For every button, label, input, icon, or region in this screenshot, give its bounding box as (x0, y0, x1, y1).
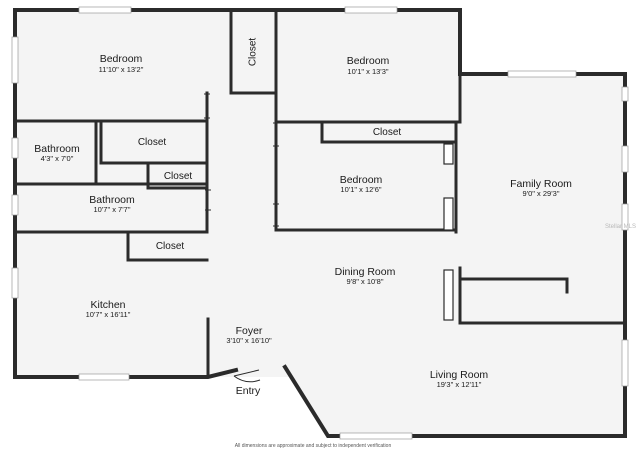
bedroom-1-dims: 11'10" x 13'2" (99, 65, 144, 74)
entry-door-icon (233, 369, 261, 383)
bathroom-1-name: Bathroom (34, 143, 80, 155)
closet-bedroom3-label: Closet (373, 127, 402, 138)
door-openings (204, 93, 279, 227)
closet-small-label: Closet (164, 171, 193, 182)
bathroom-2-name: Bathroom (89, 194, 135, 206)
bedroom-1-name: Bedroom (100, 53, 143, 65)
family-room-dims: 9'0" x 29'3" (523, 189, 560, 198)
bathroom-2-dims: 10'7" x 7'7" (94, 205, 131, 214)
kitchen-dims: 10'7" x 16'11" (86, 310, 131, 319)
kitchen-name: Kitchen (90, 299, 125, 311)
windows (11, 6, 629, 440)
closet-vertical-label: Closet (248, 38, 259, 67)
interior-walls (13, 8, 627, 379)
foyer-dims: 3'10" x 16'10" (226, 336, 272, 345)
bathroom-1-dims: 4'3" x 7'0" (41, 154, 74, 163)
wall-hatches (443, 143, 454, 321)
foyer-name: Foyer (236, 325, 263, 337)
closet-kitchen-label: Closet (156, 241, 185, 252)
dining-room-name: Dining Room (335, 266, 396, 278)
dining-room-dims: 9'8" x 10'8" (347, 277, 384, 286)
bedroom-2-dims: 10'1" x 13'3" (347, 67, 388, 76)
bedroom-3-name: Bedroom (340, 174, 383, 186)
disclaimer-footnote: All dimensions are approximate and subje… (235, 443, 392, 449)
closet-upper-mid-label: Closet (138, 137, 167, 148)
living-room-dims: 19'3" x 12'11" (437, 380, 482, 389)
family-room-name: Family Room (510, 178, 572, 190)
floor-fill (15, 10, 625, 436)
entry-label: Entry (236, 385, 261, 397)
bedroom-2-name: Bedroom (347, 55, 390, 67)
watermark: Stellar MLS (605, 224, 636, 230)
bedroom-3-dims: 10'1" x 12'6" (340, 185, 381, 194)
living-room-name: Living Room (430, 369, 489, 381)
